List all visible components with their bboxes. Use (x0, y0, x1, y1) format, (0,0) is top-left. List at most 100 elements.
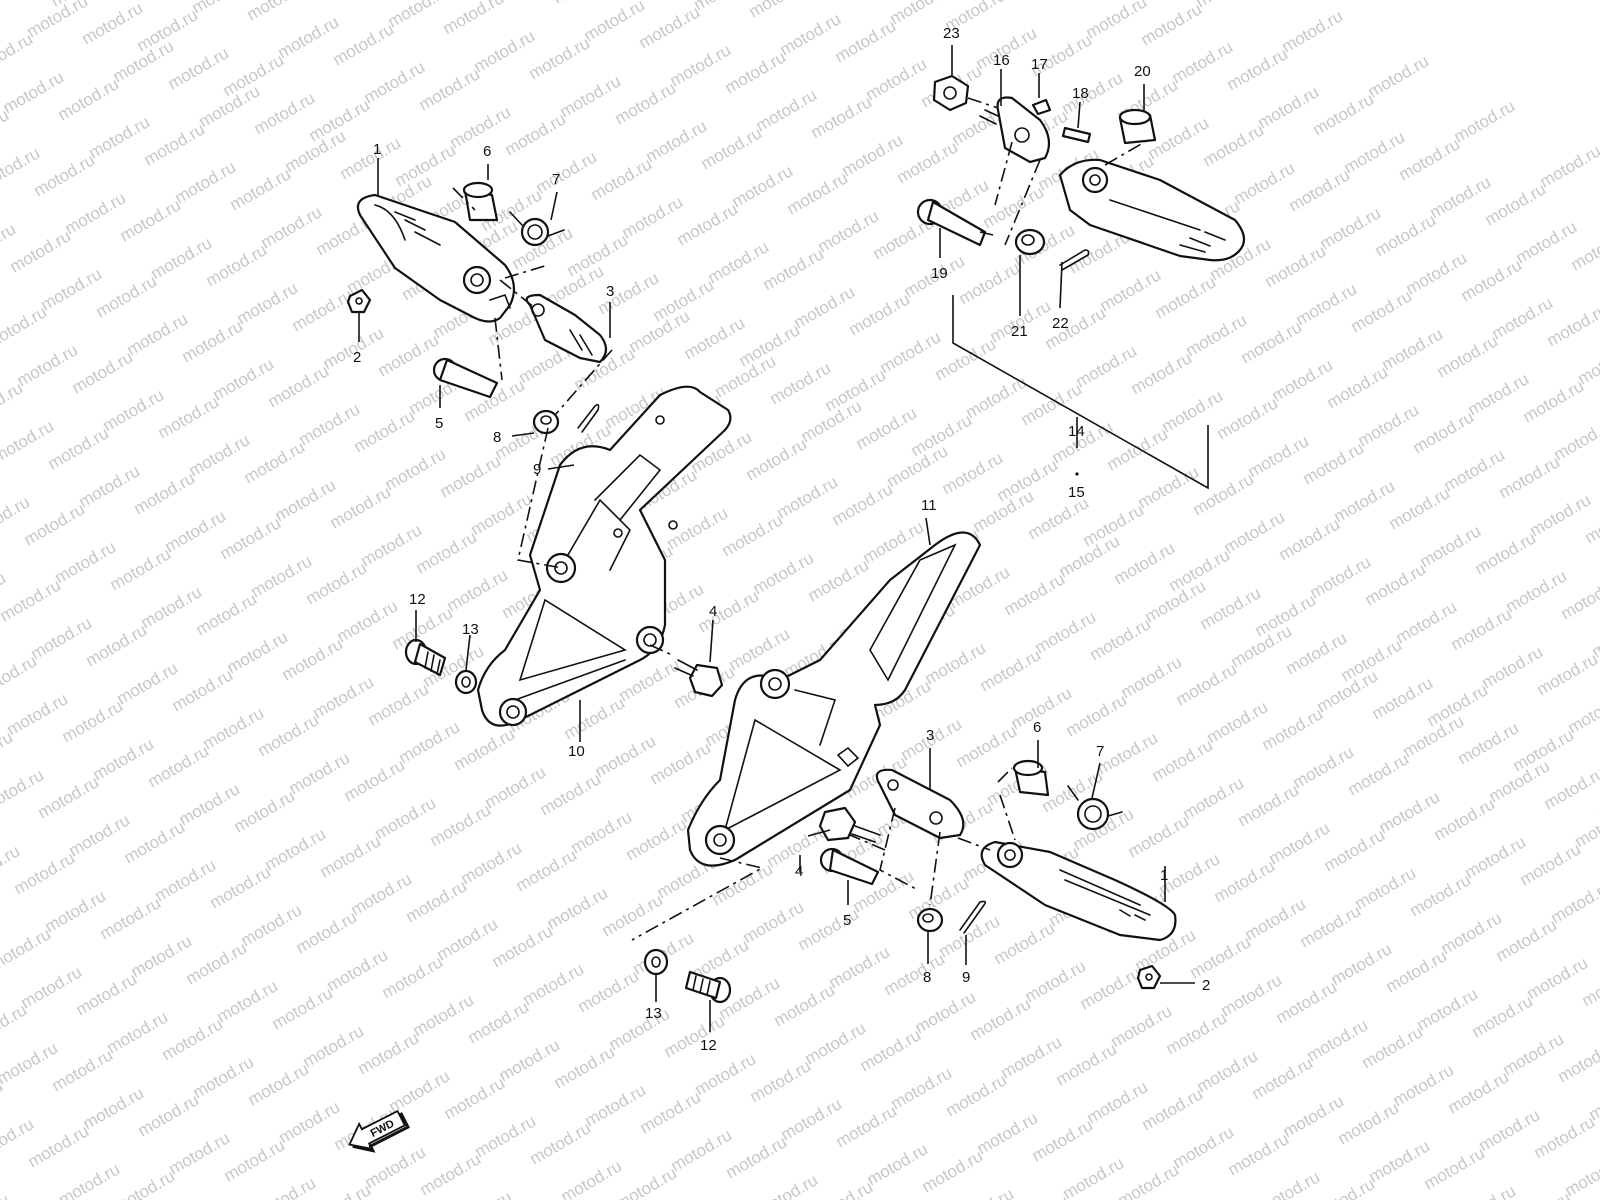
callout-15: 15 (1068, 484, 1085, 501)
watermark-text: motod.ru (1256, 1167, 1324, 1200)
left-clevis-pin (432, 357, 499, 399)
right-peg-bolt (1136, 964, 1162, 990)
right-footpeg (980, 840, 1177, 942)
watermark-text: motod.ru (1451, 96, 1519, 146)
watermark-text: motod.ru (809, 1177, 877, 1200)
callout-9: 9 (533, 461, 541, 478)
rear-peg-spring (1061, 126, 1092, 144)
left-bracket-bolt-b (404, 638, 447, 677)
callout-6-right: 6 (1033, 719, 1041, 736)
callout-17: 17 (1031, 56, 1048, 73)
watermark-text: motod.ru (1452, 1181, 1520, 1200)
callout-13-right: 13 (645, 1005, 662, 1022)
left-peg-bolt (346, 288, 372, 314)
callout-12: 12 (409, 591, 426, 608)
callout-14: 14 (1068, 423, 1085, 440)
rear-cotter-pin (1059, 249, 1090, 271)
right-washer (916, 907, 944, 933)
watermark-text: motod.ru (1548, 877, 1600, 927)
rear-peg-pin (1118, 108, 1157, 145)
watermark-text: motod.ru (252, 1173, 320, 1200)
callout-1: 1 (373, 141, 381, 158)
callout-4-right: 4 (795, 863, 803, 880)
callout-2-right: 2 (1202, 977, 1210, 994)
right-bracket-bolt-a (818, 806, 881, 843)
left-return-spring (509, 211, 565, 247)
watermark-text: motod.ru (1193, 0, 1261, 11)
callout-labels: 1 6 7 2 3 5 8 9 11 12 13 4 10 23 16 17 1… (353, 25, 1210, 1054)
callout-5-right: 5 (843, 912, 851, 929)
watermark-text: motod.ru (0, 924, 54, 974)
callout-8-right: 8 (923, 969, 931, 986)
rear-clevis-pin (916, 198, 987, 247)
right-return-spring (1067, 785, 1123, 831)
watermark-text: motod.ru (56, 1159, 124, 1200)
watermark-text: motod.ru (0, 575, 64, 625)
watermark-text: motod.ru (0, 302, 50, 352)
callout-7-right: 7 (1096, 743, 1104, 760)
watermark-text: motod.ru (1052, 0, 1120, 4)
watermark-text: motod.ru (1562, 1150, 1600, 1200)
callout-10: 10 (568, 743, 585, 760)
watermark-text: motod.ru (440, 0, 508, 38)
leader-lines (358, 45, 1209, 1032)
rear-peg-nut (932, 74, 970, 112)
callout-18: 18 (1072, 85, 1089, 102)
left-washer (532, 409, 560, 435)
left-pivot-collar (525, 293, 608, 364)
callout-6: 6 (483, 143, 491, 160)
callout-22: 22 (1052, 315, 1069, 332)
right-bracket-bolt-b (684, 970, 732, 1004)
callout-8: 8 (493, 429, 501, 446)
watermark-text: motod.ru (1551, 414, 1600, 464)
left-footrest-bracket (476, 385, 732, 727)
callout-11: 11 (921, 497, 937, 514)
right-pivot-collar (875, 768, 965, 840)
left-footpeg (356, 193, 516, 323)
callout-13: 13 (462, 621, 479, 638)
callout-12-right: 12 (700, 1037, 717, 1054)
rear-washer (1014, 228, 1046, 256)
callout-3-right: 3 (926, 727, 934, 744)
callout-21: 21 (1011, 323, 1028, 340)
rear-footpeg (1058, 158, 1246, 262)
callout-9-right: 9 (962, 969, 970, 986)
watermark-text: motod.ru (244, 0, 312, 24)
watermark-text: motod.ru (950, 1184, 1018, 1200)
callout-2: 2 (353, 349, 361, 366)
watermark-text: motod.ru (746, 0, 814, 21)
watermark-text: motod.ru (1365, 51, 1433, 101)
watermark-text: motod.ru (1279, 6, 1347, 56)
callout-16: 16 (993, 52, 1010, 69)
right-clevis-pin (819, 847, 880, 886)
callout-7: 7 (552, 171, 560, 188)
callout-20: 20 (1134, 63, 1151, 80)
right-cotter-pin (959, 900, 987, 934)
callout-19: 19 (931, 265, 948, 282)
left-cotter-pin (577, 403, 600, 433)
watermark-text: motod.ru (1311, 1174, 1379, 1200)
callout-5: 5 (435, 415, 443, 432)
callout-3: 3 (606, 283, 614, 300)
right-footrest-bracket (686, 531, 982, 867)
watermark-text: motod.ru (550, 0, 618, 7)
watermark-text: motod.ru (0, 651, 40, 701)
watermark-text: motod.ru (1537, 141, 1600, 191)
left-bracket-bolt-a (674, 659, 724, 698)
alignment-lines (452, 97, 1149, 941)
left-bracket-washer (454, 669, 478, 695)
watermark-text: motod.ru (448, 1187, 516, 1200)
callout-1-right: 1 (1160, 867, 1168, 884)
watermark-text: motod.ru (111, 1166, 179, 1200)
watermark-text: motod.ru (0, 1190, 13, 1200)
watermark-text: motod.ru (558, 1156, 626, 1200)
right-bracket-washer (643, 948, 669, 976)
watermark-text: motod.ru (0, 29, 36, 79)
watermark-text: motod.ru (754, 1170, 822, 1200)
rear-peg-ball (1031, 98, 1052, 116)
callout-23: 23 (943, 25, 960, 42)
callout-4: 4 (709, 603, 717, 620)
right-peg-pin (1012, 759, 1050, 797)
